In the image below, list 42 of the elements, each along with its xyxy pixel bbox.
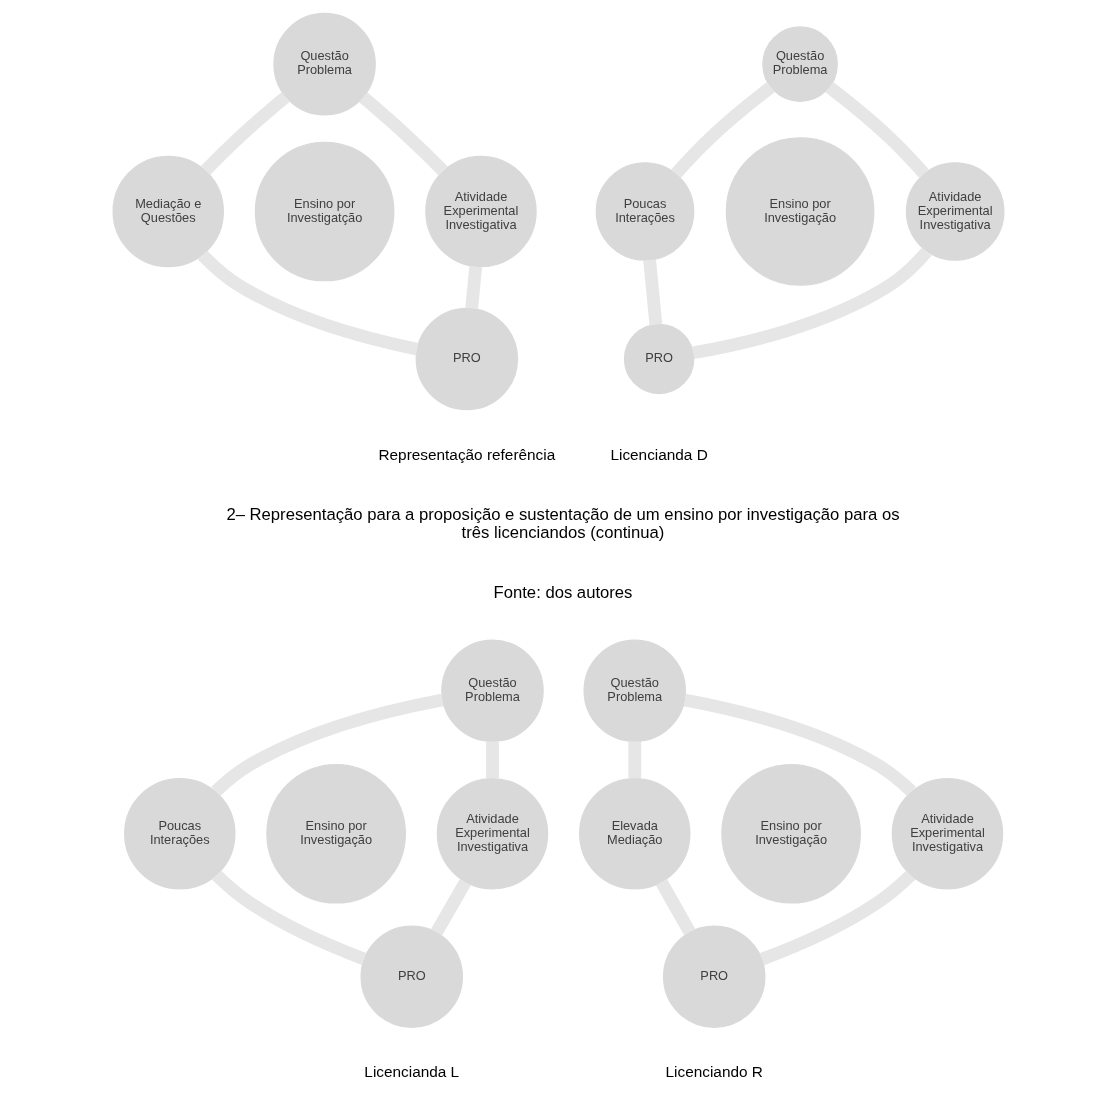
node-circle: PRO <box>360 925 463 1028</box>
connector <box>197 250 419 356</box>
node-circle: Questão Problema <box>583 639 686 743</box>
connector <box>627 741 641 779</box>
node-circle: Poucas Interações <box>123 778 235 890</box>
node-circle: Poucas Interações <box>595 162 694 261</box>
node-circle: Ensino por Investigação <box>720 763 861 904</box>
connector <box>430 878 471 936</box>
node-circle: Mediação e Questões <box>112 155 224 268</box>
node-circle: Ensino por Investigação <box>265 763 406 904</box>
connector <box>211 870 366 965</box>
label: Licenciando R <box>665 1063 763 1081</box>
node-circle: Atividade Experimental Investigativa <box>905 162 1004 261</box>
label: Licencianda L <box>363 1063 459 1081</box>
node-circle: Elevada Mediação <box>578 778 690 890</box>
node-circle: Ensino por Investigação <box>725 137 874 286</box>
node-circle: PRO <box>415 307 518 411</box>
connector <box>691 247 932 360</box>
node-circle: Questão Problema <box>272 12 376 116</box>
connector <box>683 693 916 797</box>
node-circle: Ensino por Investigatção <box>254 141 394 282</box>
connector <box>358 92 448 176</box>
label: 2– Representação para a proposição e sustentação de um ensino por investigação para os três licenciandos (continua) <box>225 505 900 543</box>
connector <box>824 82 929 178</box>
label: Representação referência <box>377 445 555 463</box>
node-circle: PRO <box>623 323 694 395</box>
node-circle: PRO <box>662 925 765 1028</box>
connector <box>670 82 775 178</box>
node-circle: Atividade Experimental Investigativa <box>891 778 1003 890</box>
label: Fonte: dos autores <box>493 583 632 603</box>
label: Licencianda D <box>609 445 708 463</box>
connector <box>759 870 915 966</box>
connector <box>210 693 444 797</box>
connector <box>642 259 662 325</box>
node-circle: Questão Problema <box>440 639 544 743</box>
node-circle: Questão Problema <box>761 26 838 102</box>
node-circle: Atividade Experimental Investigativa <box>436 778 548 890</box>
connector <box>655 879 695 936</box>
node-circle: Atividade Experimental Investigativa <box>424 155 537 268</box>
connector <box>464 266 482 310</box>
connector <box>200 92 290 175</box>
connector <box>485 741 499 779</box>
